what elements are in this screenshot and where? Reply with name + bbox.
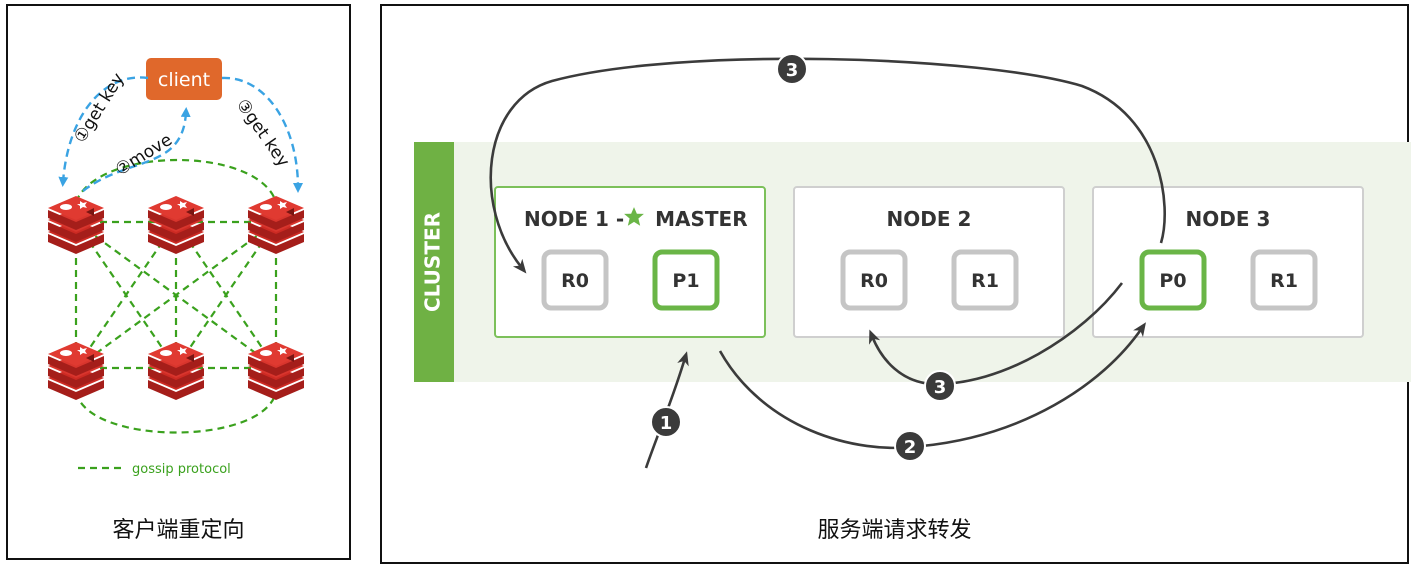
redis-node-icon xyxy=(48,342,104,400)
node-2-shard-r1-label: R1 xyxy=(971,270,999,292)
step-badge-3-top: 3 xyxy=(776,53,808,85)
server-forward-panel: CLUSTER NODE 1 - MASTER R0 P1 NODE 2 R0 … xyxy=(380,4,1411,564)
redis-node-icon xyxy=(248,342,304,400)
node-1-shard-p1-label: P1 xyxy=(672,270,699,292)
step3-label: ③get key xyxy=(232,95,293,171)
step1-label: ①get key xyxy=(70,70,128,147)
node-3-shard-r1 xyxy=(1250,249,1318,311)
request-arrows xyxy=(58,76,303,193)
node-1-shard-p1 xyxy=(652,249,720,311)
redis-node-icon xyxy=(148,342,204,400)
node-2-shard-r1 xyxy=(951,249,1019,311)
cluster-bar xyxy=(414,142,454,382)
step2-label: ②move xyxy=(112,130,176,180)
node-1-title: NODE 1 - MASTER xyxy=(524,207,748,231)
server-forward-diagram: CLUSTER NODE 1 - MASTER R0 P1 NODE 2 R0 … xyxy=(414,53,1411,469)
node-3-shard-r1-label: R1 xyxy=(1270,270,1298,292)
node-1-shard-r0-label: R0 xyxy=(561,270,589,292)
node-1-shard-r0 xyxy=(541,249,609,311)
redis-node-icon xyxy=(48,196,104,254)
client-label: client xyxy=(158,69,210,91)
step-badge-3-bottom: 3 xyxy=(924,370,956,402)
cluster-label: CLUSTER xyxy=(421,212,445,312)
node-2-title: NODE 2 xyxy=(887,207,972,231)
node-3-shard-p0 xyxy=(1139,249,1207,311)
redis-node-icon xyxy=(248,196,304,254)
client-box xyxy=(146,58,222,100)
node-3-shard-p0-label: P0 xyxy=(1159,270,1186,292)
svg-text:3: 3 xyxy=(786,60,799,81)
svg-text:1: 1 xyxy=(660,413,673,434)
node-2-shard-r0-label: R0 xyxy=(860,270,888,292)
right-caption: 服务端请求转发 xyxy=(817,518,972,543)
client-redirect-diagram: client ①get key ②move ③get key gossip pr… xyxy=(48,58,304,477)
client-redirect-panel: client ①get key ②move ③get key gossip pr… xyxy=(6,4,351,560)
step-badge-1: 1 xyxy=(650,406,682,438)
legend-label: gossip protocol xyxy=(132,462,231,477)
node-2-shard-r0 xyxy=(840,249,908,311)
redis-node-icon xyxy=(148,196,204,254)
svg-text:2: 2 xyxy=(904,437,917,458)
node-3-title: NODE 3 xyxy=(1186,207,1271,231)
svg-text:3: 3 xyxy=(934,377,947,398)
left-caption: 客户端重定向 xyxy=(112,518,245,543)
step-badge-2: 2 xyxy=(894,430,926,462)
